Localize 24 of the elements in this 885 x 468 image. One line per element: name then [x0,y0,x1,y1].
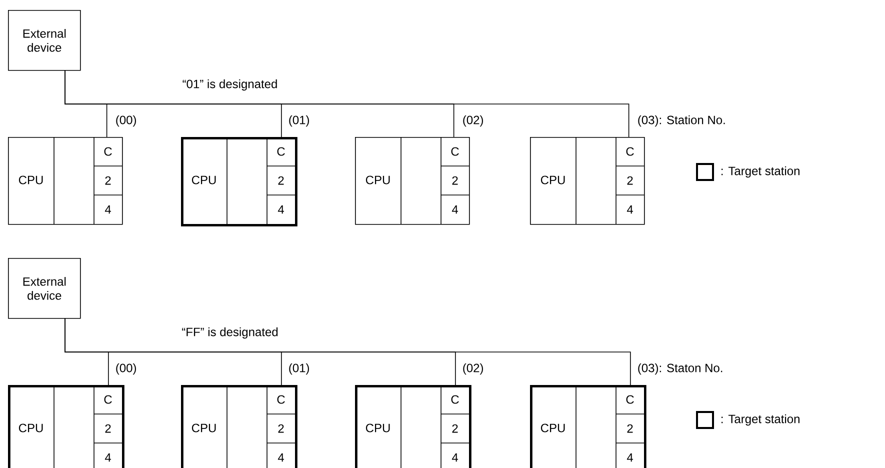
device-box: External device [8,10,81,71]
station-box: CPU C 2 4 [8,136,123,225]
station-box: CPU C 2 4 [8,384,124,468]
station-box: CPU C 2 4 [355,136,470,225]
bus-line [64,318,631,386]
station-number: (03): Station No. [638,115,725,127]
station-box: CPU C 2 4 [355,384,472,468]
station-box: CPU C 2 4 [181,384,298,468]
bus-label: “FF” is designated [182,327,278,339]
station-number: (02) [463,115,483,127]
station-box: CPU C 2 4 [181,136,298,226]
station-number: (03): Staton No. [638,363,722,375]
station-number: (01) [289,115,309,127]
bus-label: “01” is designated [182,79,277,91]
legend-text: : Target station [722,166,800,178]
station-number: (01) [289,363,309,375]
device-box: External device [8,258,81,319]
station-box: CPU C 2 4 [530,384,646,468]
station-number: (00) [116,115,136,127]
legend-text: : Target station [722,414,800,426]
station-box: CPU C 2 4 [530,136,645,225]
station-number: (02) [463,363,483,375]
bus-line [64,70,630,138]
station-number: (00) [116,363,136,375]
